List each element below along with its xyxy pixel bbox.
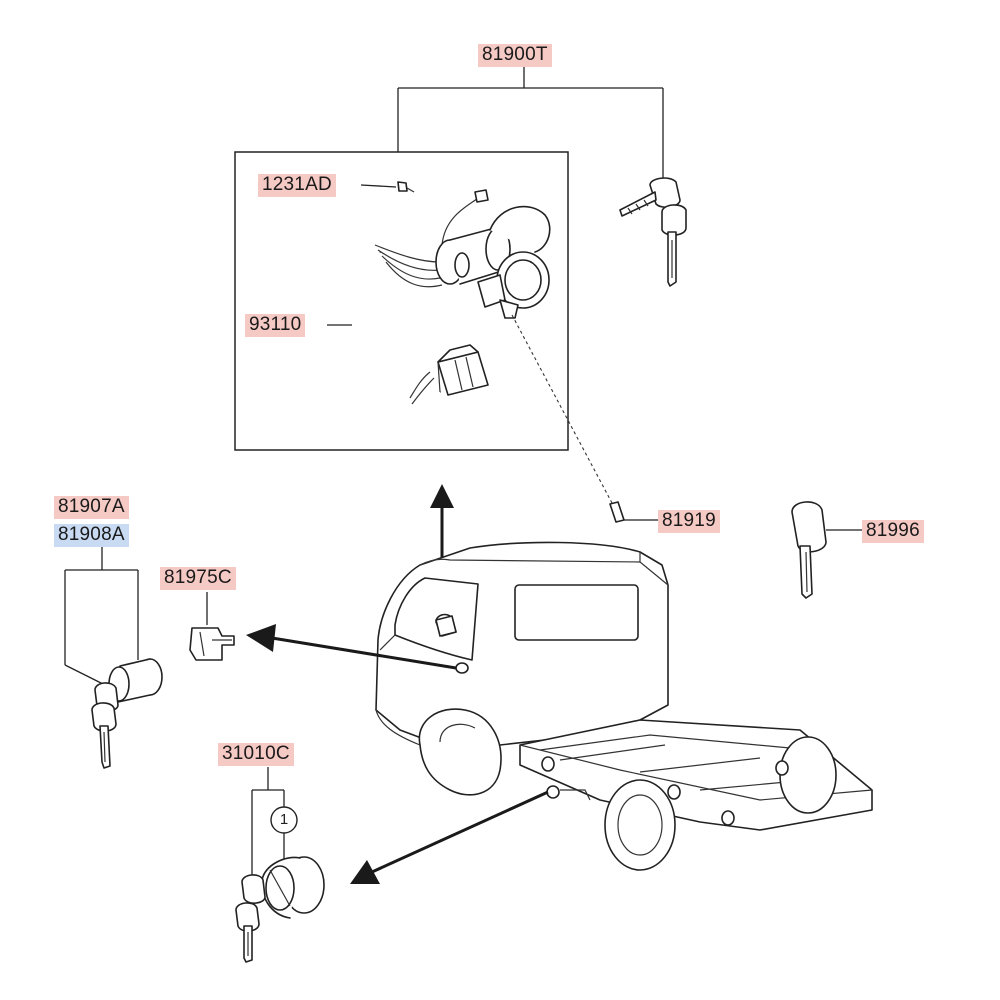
assembly-bracket-lines — [397, 67, 664, 182]
ignition-switch-part — [435, 205, 551, 319]
down-left-arrow — [350, 790, 549, 884]
part-label-81996: 81996 — [862, 520, 924, 543]
wiring-harness-part — [327, 189, 489, 432]
part-label-1231AD: 1231AD — [258, 174, 336, 197]
key-set-part — [619, 177, 687, 287]
left-arrow — [246, 624, 457, 670]
callout-number: 1 — [279, 811, 289, 828]
blank-key-part — [791, 501, 864, 599]
part-label-81908A: 81908A — [54, 524, 129, 547]
retainer-clip-part — [189, 592, 235, 661]
part-label-31010C: 31010C — [218, 743, 294, 766]
screw-part — [360, 181, 415, 193]
assembly-box — [234, 151, 569, 451]
part-label-81907A: 81907A — [54, 496, 129, 519]
door-lock-cylinder-part — [64, 545, 163, 769]
part-label-81919: 81919 — [658, 510, 720, 533]
part-label-93110: 93110 — [245, 314, 306, 337]
truck-illustration — [375, 541, 873, 871]
part-label-81900T: 81900T — [478, 44, 552, 67]
fuel-cap-lock-part — [235, 767, 325, 963]
part-label-81975C: 81975C — [160, 567, 236, 590]
shear-bolt-part — [609, 501, 660, 523]
